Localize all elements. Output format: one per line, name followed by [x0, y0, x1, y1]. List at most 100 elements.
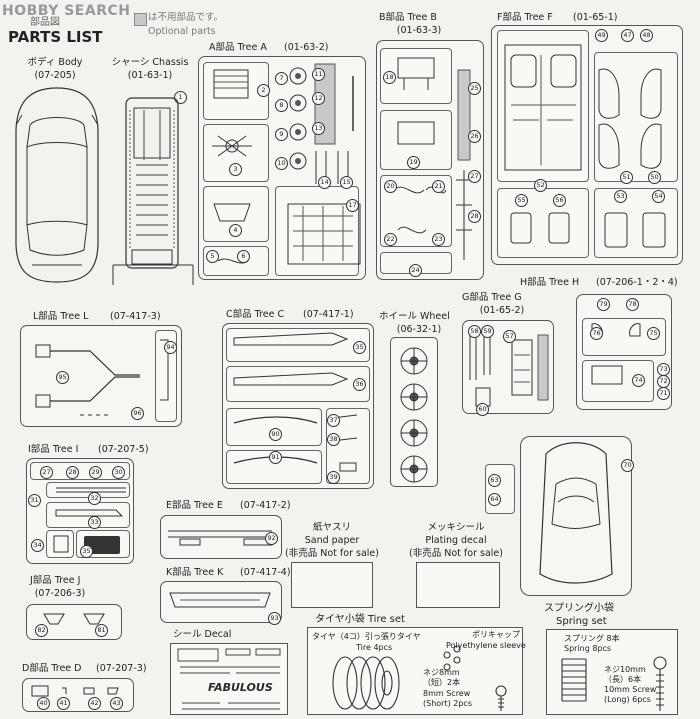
- part-number: 14: [318, 176, 331, 189]
- screw10-jp: ネジ10mm: [604, 665, 646, 674]
- part-number: 31: [28, 494, 41, 507]
- tree-a-code: (01-63-2): [284, 42, 329, 53]
- part-number: 35: [353, 341, 366, 354]
- decal-label: シール Decal: [173, 629, 232, 640]
- tree-d-code: (07-207-3): [96, 663, 147, 674]
- plating-box: [416, 562, 500, 608]
- wheel-label: ホイール Wheel: [379, 311, 450, 322]
- tree-k: [160, 581, 282, 623]
- tire-set-drawing: [332, 645, 507, 711]
- tree-a-label: A部品 Tree A: [209, 42, 267, 53]
- tree-i-code: (07-207-5): [98, 444, 149, 455]
- body-code: (07-205): [34, 70, 76, 81]
- poly-en: Polyethylene sleeve: [446, 641, 526, 650]
- part-number: 29: [89, 466, 102, 479]
- screw8-en: 8mm Screw: [423, 689, 471, 698]
- part-number: 4: [229, 224, 242, 237]
- body-shell-drawing: [15, 87, 99, 283]
- part-number: 23: [432, 233, 445, 246]
- tree-d-parts: [31, 685, 119, 697]
- part-number: 48: [640, 29, 653, 42]
- tire-set-title: タイヤ小袋 Tire set: [315, 614, 405, 625]
- part-number: 13: [312, 122, 325, 135]
- part-number: 56: [553, 194, 566, 207]
- tree-c-parts: [233, 332, 358, 472]
- part-number: 63: [488, 474, 501, 487]
- tree-d-label: D部品 Tree D: [22, 663, 82, 674]
- part-number: 59: [481, 325, 494, 338]
- part-number: 15: [340, 176, 353, 189]
- part-number: 2: [257, 84, 270, 97]
- part-number: 20: [384, 180, 397, 193]
- tree-e-code: (07-417-2): [240, 500, 291, 511]
- part-number: 19: [407, 156, 420, 169]
- part-number: 52: [534, 179, 547, 192]
- part-number: 79: [597, 298, 610, 311]
- optional-swatch: [134, 13, 147, 26]
- poly-jp: ポリキャップ: [472, 630, 520, 639]
- part-number: 71: [657, 387, 670, 400]
- part-number: 54: [652, 190, 665, 203]
- part-number: 28: [66, 466, 79, 479]
- part-number: 10: [275, 157, 288, 170]
- part-number: 39: [327, 471, 340, 484]
- spring-set-title-en: Spring set: [556, 616, 607, 627]
- tree-b-code: (01-63-3): [396, 25, 442, 36]
- screw10-en: 10mm Screw: [604, 685, 657, 694]
- part-number: 76: [590, 327, 603, 340]
- tree-f-label: F部品 Tree F: [497, 12, 553, 23]
- part-number: 81: [95, 624, 108, 637]
- tire-en: Tire 4pcs: [356, 643, 393, 652]
- tree-k-code: (07-417-4): [240, 567, 291, 578]
- tree-b-parts: [393, 57, 472, 260]
- part-number: 3: [229, 163, 242, 176]
- tree-e-parts: [168, 530, 273, 546]
- part-number: 53: [614, 190, 627, 203]
- spring-set-drawing: [561, 656, 667, 711]
- tree-h-label: H部品 Tree H: [520, 277, 580, 288]
- part-number: 96: [131, 407, 144, 420]
- part-number: 5: [206, 250, 219, 263]
- tree-j-label: J部品 Tree J: [30, 575, 81, 586]
- part-number: 36: [353, 378, 366, 391]
- part-number: 27: [40, 466, 53, 479]
- part-number: 90: [269, 428, 282, 441]
- screw8-en2: (Short) 2pcs: [423, 699, 472, 708]
- spring-set-title: スプリング小袋: [544, 603, 614, 614]
- tree-h-code: (07-206-1・2・4): [596, 277, 678, 288]
- spring-jp: スプリング 8本: [564, 634, 620, 643]
- part-number: 49: [595, 29, 608, 42]
- part-number: 21: [432, 180, 445, 193]
- part-number: 70: [621, 459, 634, 472]
- screw10-jp2: （長）6本: [604, 675, 642, 684]
- part-number: 25: [468, 82, 481, 95]
- tree-g-label: G部品 Tree G: [462, 292, 522, 303]
- chassis-drawing: [112, 97, 194, 285]
- sandpaper-note: (非売品 Not for sale): [285, 548, 379, 559]
- spring-en: Spring 8pcs: [564, 644, 612, 653]
- sandpaper-box: [291, 562, 373, 608]
- tree-f-parts: [504, 44, 666, 248]
- part-number: 6: [237, 250, 250, 263]
- page-title: PARTS LIST: [8, 28, 103, 46]
- plating-en: Plating decal: [425, 535, 487, 546]
- optional-jp: は不用部品です。: [148, 12, 224, 23]
- part-number: 40: [37, 697, 50, 710]
- sandpaper-en: Sand paper: [304, 535, 360, 546]
- part-number: 30: [112, 466, 125, 479]
- watermark-logo: HOBBY SEARCH: [2, 3, 130, 19]
- part-number: 28: [468, 210, 481, 223]
- part-number: 93: [268, 612, 281, 625]
- tree-f-cell: [497, 188, 589, 258]
- part-number: 7: [275, 72, 288, 85]
- part-number: 17: [346, 199, 359, 212]
- optional-en: Optional parts: [148, 26, 216, 37]
- decal-graphics: [177, 648, 281, 710]
- part-number: 51: [620, 171, 633, 184]
- tree-k-label: K部品 Tree K: [166, 567, 224, 578]
- part-number: 74: [632, 374, 645, 387]
- part-number: 33: [88, 516, 101, 529]
- part-number: 95: [56, 371, 69, 384]
- tree-i-cell: [46, 502, 130, 528]
- part-number: 27: [468, 170, 481, 183]
